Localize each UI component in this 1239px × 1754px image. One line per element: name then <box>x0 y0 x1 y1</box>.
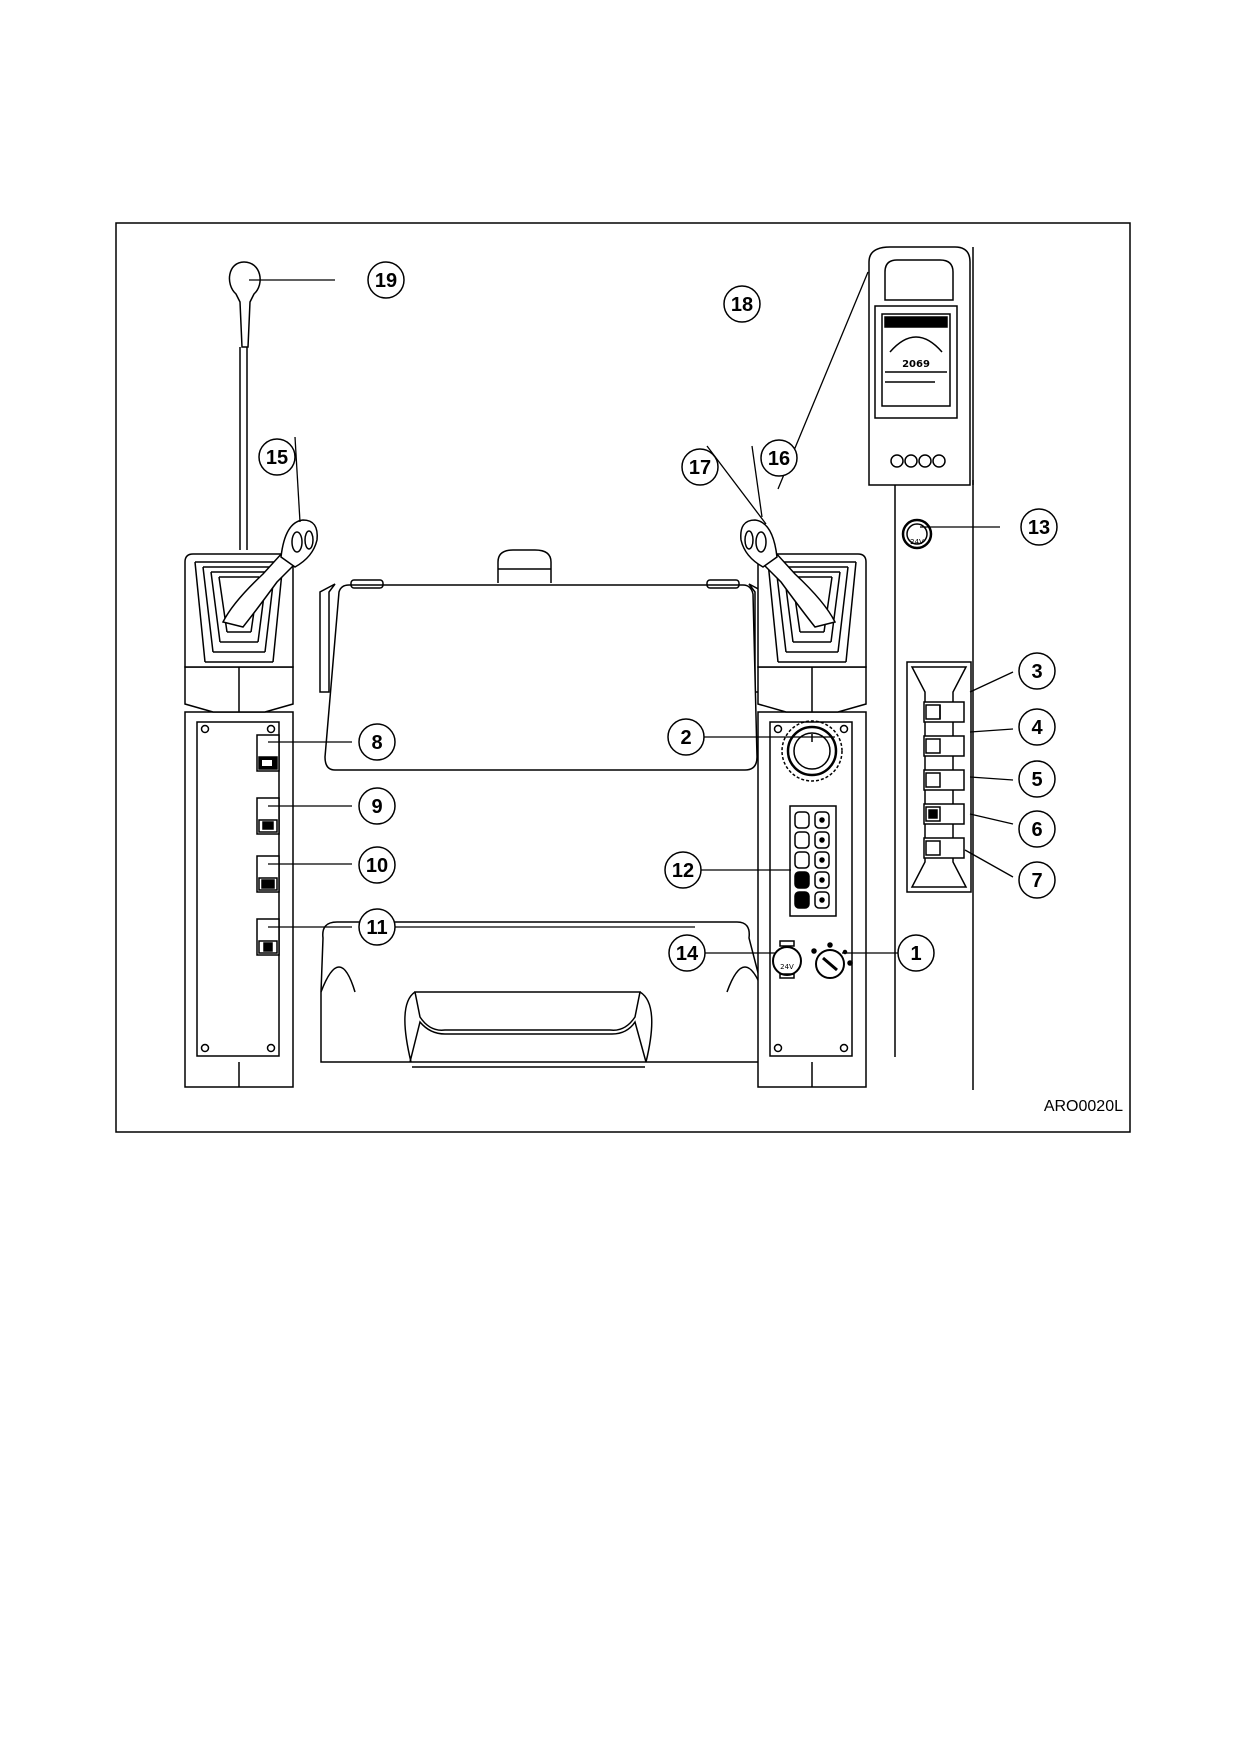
callout-10-circle <box>358 846 396 884</box>
socket-14-voltage: 24V <box>780 963 794 971</box>
callout-17-circle <box>681 448 719 486</box>
switch-7[interactable] <box>923 837 965 859</box>
callout-4: 4 <box>1031 717 1043 739</box>
callout-11-circle <box>358 908 396 946</box>
callout-7: 7 <box>1031 870 1042 892</box>
callout-18-circle <box>723 285 761 323</box>
callout-5-circle <box>1018 760 1056 798</box>
callout-12: 12 <box>672 860 694 882</box>
callout-14: 14 <box>676 943 699 965</box>
callout-1-circle <box>897 934 935 972</box>
monitor-panel <box>868 246 974 486</box>
right-joystick <box>740 519 837 628</box>
callout-9-circle <box>358 787 396 825</box>
diagram-svg: 1 2 3 4 5 6 7 8 9 10 11 12 13 14 15 16 1… <box>115 222 1131 1133</box>
callout-19: 19 <box>375 270 397 292</box>
switch-6[interactable] <box>923 803 965 825</box>
callout-19-circle <box>367 261 405 299</box>
monitor-readout: 2069 <box>902 359 930 370</box>
switch-10[interactable] <box>256 855 280 893</box>
socket-14[interactable] <box>772 940 802 979</box>
callout-11: 11 <box>366 917 387 939</box>
switch-9[interactable] <box>256 797 280 835</box>
callout-7-circle <box>1018 861 1056 899</box>
callout-4-circle <box>1018 708 1056 746</box>
switch-5[interactable] <box>923 769 965 791</box>
callout-14-circle <box>668 934 706 972</box>
callout-10: 10 <box>366 855 388 877</box>
callout-numbers: 1 2 3 4 5 6 7 8 9 10 11 12 13 14 15 16 1… <box>266 270 1050 965</box>
callout-17: 17 <box>689 457 711 479</box>
switch-11[interactable] <box>256 918 280 956</box>
callout-15-circle <box>258 438 296 476</box>
rotary-dial[interactable] <box>781 720 843 782</box>
callout-15: 15 <box>266 447 288 469</box>
ignition-key-switch[interactable] <box>811 942 853 979</box>
keypad-12[interactable] <box>789 805 837 917</box>
callout-6-circle <box>1018 810 1056 848</box>
callout-1: 1 <box>910 943 921 965</box>
figure-code: ARO0020L <box>1044 1098 1123 1115</box>
callout-2-circle <box>667 718 705 756</box>
callout-3-circle <box>1018 652 1056 690</box>
switch-3[interactable] <box>923 701 965 723</box>
seat-back <box>319 549 765 771</box>
switch-4[interactable] <box>923 735 965 757</box>
figure-frame <box>115 222 1131 1133</box>
socket-13-voltage: 24V <box>910 538 924 546</box>
left-joystick <box>221 519 318 628</box>
callout-9: 9 <box>371 796 382 818</box>
switch-8[interactable] <box>256 734 280 772</box>
callout-circles <box>258 261 1058 972</box>
callout-2: 2 <box>680 727 691 749</box>
callout-5: 5 <box>1031 769 1042 791</box>
callout-6: 6 <box>1031 819 1042 841</box>
callout-8: 8 <box>371 732 382 754</box>
callout-18: 18 <box>731 294 753 316</box>
callout-16-circle <box>760 439 798 477</box>
control-layout-figure: 1 2 3 4 5 6 7 8 9 10 11 12 13 14 15 16 1… <box>115 222 1131 1133</box>
callout-3: 3 <box>1031 661 1042 683</box>
callout-13: 13 <box>1028 517 1050 539</box>
lever-19 <box>228 261 261 550</box>
callout-8-circle <box>358 723 396 761</box>
callout-16: 16 <box>768 448 790 470</box>
callout-12-circle <box>664 851 702 889</box>
callout-13-circle <box>1020 508 1058 546</box>
